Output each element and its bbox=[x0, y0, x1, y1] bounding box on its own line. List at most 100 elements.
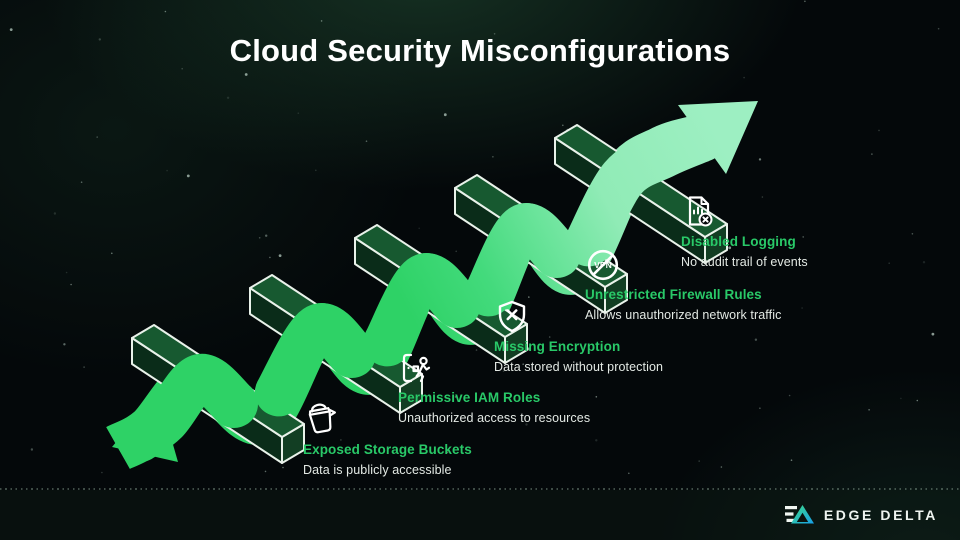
star bbox=[164, 10, 167, 13]
star bbox=[522, 394, 524, 396]
star bbox=[264, 470, 267, 473]
star bbox=[492, 156, 494, 158]
star bbox=[83, 366, 85, 368]
star bbox=[698, 460, 700, 462]
arrowhead bbox=[678, 101, 758, 174]
star bbox=[788, 394, 791, 397]
star bbox=[365, 140, 368, 142]
edge-delta-logo-icon bbox=[784, 505, 814, 524]
callout-missing-encryption: Missing Encryption Data stored without p… bbox=[494, 299, 764, 374]
star bbox=[525, 423, 528, 426]
star bbox=[743, 76, 745, 79]
star bbox=[297, 112, 300, 114]
star bbox=[548, 336, 551, 338]
star bbox=[53, 212, 57, 215]
callout-description: Data is publicly accessible bbox=[303, 463, 452, 477]
star bbox=[70, 283, 72, 286]
callout-description: Unauthorized access to resources bbox=[398, 411, 591, 425]
callout-title: Disabled Logging bbox=[681, 234, 796, 249]
callout-title: Unrestricted Firewall Rules bbox=[585, 287, 762, 302]
star bbox=[790, 459, 793, 462]
star bbox=[758, 158, 762, 161]
star bbox=[443, 113, 447, 117]
no-vpn-icon: VPN bbox=[587, 249, 619, 281]
star bbox=[725, 297, 727, 299]
brand-logo: EDGE DELTA bbox=[784, 504, 938, 526]
star bbox=[595, 439, 598, 442]
star bbox=[916, 399, 919, 402]
star bbox=[937, 27, 940, 30]
vpn-icon-label: VPN bbox=[594, 260, 612, 270]
ribbon-segment-front bbox=[254, 303, 376, 417]
star bbox=[911, 233, 914, 235]
star bbox=[98, 38, 102, 41]
ribbon-segment-front bbox=[363, 253, 481, 367]
door-exit-icon bbox=[402, 353, 431, 383]
star bbox=[101, 471, 103, 474]
star bbox=[522, 363, 524, 366]
callout-title: Exposed Storage Buckets bbox=[303, 442, 472, 457]
ribbon-segment-front bbox=[564, 114, 726, 267]
star bbox=[871, 153, 873, 155]
star bbox=[595, 396, 598, 398]
star bbox=[562, 124, 564, 127]
shield-x-icon bbox=[498, 300, 526, 333]
star bbox=[265, 234, 268, 237]
star bbox=[186, 174, 190, 178]
star bbox=[65, 271, 68, 274]
star bbox=[315, 169, 317, 172]
star bbox=[801, 307, 803, 309]
star bbox=[493, 33, 496, 35]
star bbox=[628, 472, 630, 475]
star bbox=[931, 332, 935, 336]
star bbox=[475, 349, 478, 351]
ribbon-arrow-front bbox=[112, 101, 758, 462]
star bbox=[258, 237, 261, 239]
star bbox=[96, 136, 98, 138]
star bbox=[80, 181, 83, 183]
star bbox=[63, 343, 66, 346]
page-title: Cloud Security Misconfigurations bbox=[229, 33, 731, 68]
star bbox=[340, 439, 342, 441]
star bbox=[720, 466, 723, 468]
star bbox=[502, 370, 505, 373]
star bbox=[446, 451, 449, 454]
star bbox=[282, 466, 284, 469]
callout-title: Permissive IAM Roles bbox=[398, 390, 541, 405]
callout-title: Missing Encryption bbox=[494, 339, 621, 354]
star bbox=[30, 448, 34, 451]
star bbox=[181, 67, 183, 70]
star bbox=[728, 246, 732, 250]
star bbox=[244, 73, 248, 76]
callout-description: Data stored without protection bbox=[494, 360, 664, 374]
callout-disabled-logging: Disabled Logging No audit trail of event… bbox=[681, 194, 951, 269]
star bbox=[754, 338, 758, 341]
callout-permissive-iam-roles: Permissive IAM Roles Unauthorized access… bbox=[398, 350, 668, 425]
callout-unrestricted-firewall-rules: VPN Unrestricted Firewall Rules Allows u… bbox=[585, 247, 855, 322]
dotted-divider bbox=[0, 488, 960, 490]
star bbox=[878, 129, 880, 132]
star bbox=[804, 0, 806, 3]
brand-name: EDGE DELTA bbox=[823, 507, 938, 523]
star bbox=[922, 261, 926, 264]
star bbox=[759, 407, 761, 410]
star bbox=[226, 96, 230, 100]
star bbox=[9, 28, 13, 31]
callout-description: Allows unauthorized network traffic bbox=[585, 308, 782, 322]
star bbox=[868, 409, 870, 411]
star bbox=[528, 296, 530, 298]
star bbox=[761, 196, 764, 198]
star bbox=[418, 227, 421, 230]
star bbox=[454, 396, 457, 398]
star bbox=[455, 250, 458, 253]
star bbox=[320, 20, 323, 22]
callout-exposed-storage-buckets: Exposed Storage Buckets Data is publicly… bbox=[303, 402, 573, 477]
ribbon-segment-front bbox=[464, 203, 581, 317]
log-file-x-icon bbox=[688, 196, 713, 227]
star bbox=[802, 236, 804, 238]
callout-description: No audit trail of events bbox=[681, 255, 808, 269]
star bbox=[900, 397, 902, 400]
ribbon-segment-front bbox=[116, 354, 258, 462]
